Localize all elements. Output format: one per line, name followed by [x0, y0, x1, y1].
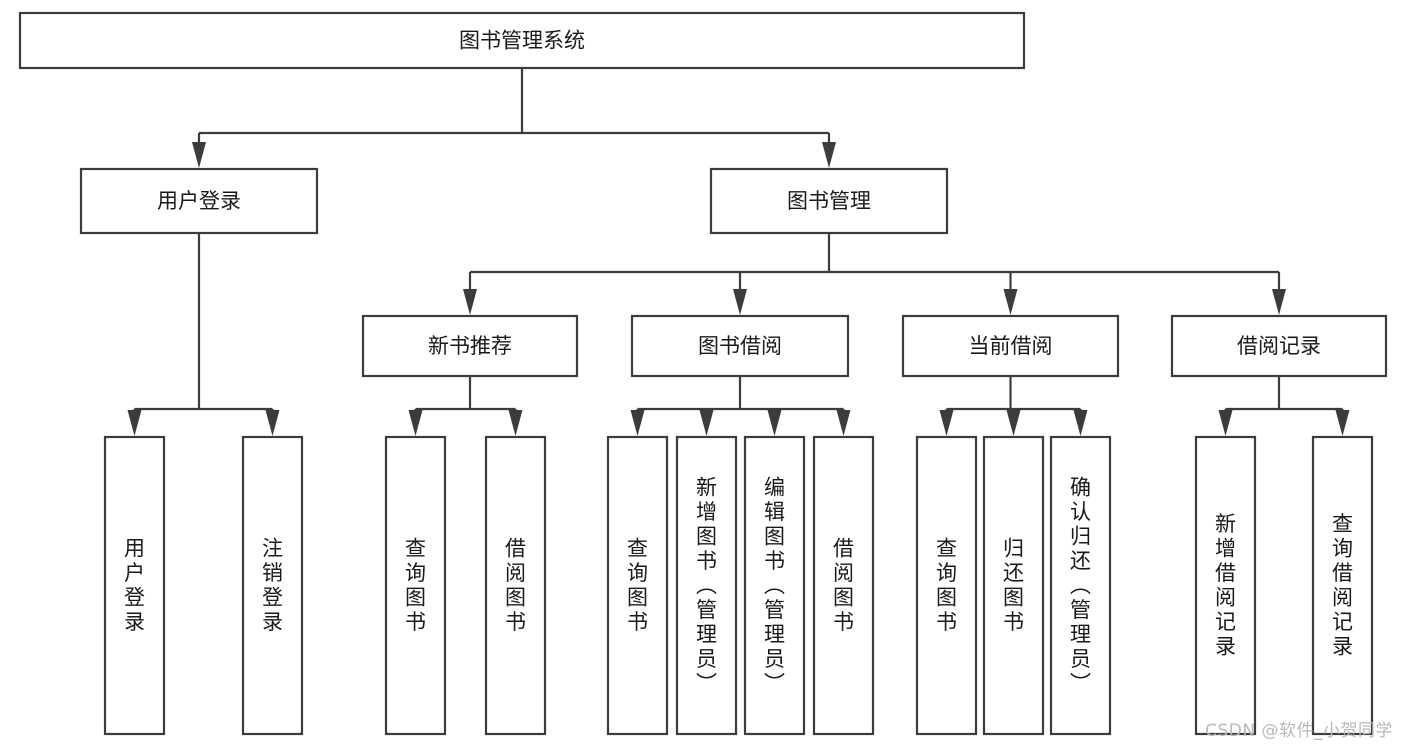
arrow-head-icon — [1073, 410, 1088, 436]
node-label-leaf-user-login: 用户登录 — [124, 537, 145, 635]
node-leaf-cur-return-book[interactable]: 归还图书 — [982, 435, 1045, 736]
arrow-head-icon — [508, 410, 523, 436]
node-label-new-book-rec: 新书推荐 — [428, 334, 512, 358]
node-root[interactable]: 图书管理系统 — [18, 11, 1026, 70]
node-label-book-borrow: 图书借阅 — [698, 334, 782, 358]
node-label-borrow-record: 借阅记录 — [1237, 334, 1321, 358]
connector-group-book-manage — [463, 233, 1286, 315]
node-leaf-user-login[interactable]: 用户登录 — [103, 435, 166, 736]
node-leaf-borrow-borrow-book[interactable]: 借阅图书 — [812, 435, 875, 736]
node-leaf-rec-query-record[interactable]: 查询借阅记录 — [1311, 435, 1374, 736]
arrow-head-icon — [408, 410, 423, 436]
node-label-leaf-cur-query-book: 查询图书 — [936, 537, 957, 635]
node-box-new-book-rec[interactable] — [361, 314, 579, 378]
node-box-book-manage[interactable] — [709, 167, 949, 235]
watermark-label: CSDN @软件_小贺同学 — [1205, 721, 1393, 741]
arrow-head-icon — [265, 410, 280, 436]
arrow-head-icon — [822, 142, 836, 168]
node-label-leaf-rec-query-book: 查询图书 — [405, 537, 426, 635]
node-label-leaf-borrow-edit-book: 编辑图书︵管理员︶ — [764, 475, 785, 695]
node-label-leaf-cur-return-book: 归还图书 — [1003, 537, 1024, 635]
connector-group-borrow-record — [1218, 376, 1350, 436]
node-box-leaf-cur-confirm-return[interactable] — [1049, 435, 1112, 736]
node-box-leaf-cur-return-book[interactable] — [982, 435, 1045, 736]
node-leaf-borrow-query-book[interactable]: 查询图书 — [606, 435, 669, 736]
node-label-leaf-borrow-borrow-book: 借阅图书 — [833, 537, 854, 635]
node-box-root[interactable] — [18, 11, 1026, 70]
node-box-current-borrow[interactable] — [901, 314, 1120, 378]
node-leaf-borrow-add-book[interactable]: 新增图书︵管理员︶ — [675, 435, 738, 736]
connector-group-current-borrow — [939, 376, 1088, 436]
node-label-leaf-rec-query-record: 查询借阅记录 — [1332, 512, 1353, 659]
arrow-head-icon — [127, 410, 142, 436]
node-label-leaf-cur-confirm-return: 确认归还︵管理员︶ — [1070, 475, 1091, 695]
node-borrow-record[interactable]: 借阅记录 — [1170, 314, 1388, 378]
node-box-leaf-rec-borrow-book[interactable] — [484, 435, 547, 736]
connector-group-root — [192, 68, 836, 168]
node-leaf-rec-add-record[interactable]: 新增借阅记录 — [1194, 435, 1257, 736]
node-box-leaf-logout[interactable] — [241, 435, 304, 736]
node-label-book-manage: 图书管理 — [787, 189, 871, 213]
node-box-borrow-record[interactable] — [1170, 314, 1388, 378]
node-leaf-cur-confirm-return[interactable]: 确认归还︵管理员︶ — [1049, 435, 1112, 736]
arrow-head-icon — [1272, 289, 1286, 315]
node-box-book-borrow[interactable] — [630, 314, 850, 378]
node-new-book-rec[interactable]: 新书推荐 — [361, 314, 579, 378]
node-leaf-logout[interactable]: 注销登录 — [241, 435, 304, 736]
node-box-leaf-user-login[interactable] — [103, 435, 166, 736]
node-box-leaf-borrow-add-book[interactable] — [675, 435, 738, 736]
connector-group-user-login — [127, 233, 280, 436]
node-box-leaf-borrow-borrow-book[interactable] — [812, 435, 875, 736]
node-box-leaf-rec-query-record[interactable] — [1311, 435, 1374, 736]
node-user-login[interactable]: 用户登录 — [79, 167, 319, 235]
arrow-head-icon — [1003, 289, 1018, 315]
arrow-head-icon — [1335, 410, 1350, 436]
node-leaf-rec-borrow-book[interactable]: 借阅图书 — [484, 435, 547, 736]
node-leaf-borrow-edit-book[interactable]: 编辑图书︵管理员︶ — [743, 435, 806, 736]
node-label-leaf-rec-borrow-book: 借阅图书 — [505, 537, 526, 635]
node-label-user-login: 用户登录 — [157, 189, 241, 213]
arrow-head-icon — [699, 410, 714, 436]
node-label-leaf-borrow-add-book: 新增图书︵管理员︶ — [696, 475, 717, 695]
arrow-head-icon — [836, 410, 851, 436]
connector-group-book-borrow — [630, 376, 851, 436]
node-label-leaf-logout: 注销登录 — [262, 537, 283, 635]
node-book-manage[interactable]: 图书管理 — [709, 167, 949, 235]
node-book-borrow[interactable]: 图书借阅 — [630, 314, 850, 378]
node-box-leaf-cur-query-book[interactable] — [915, 435, 978, 736]
arrow-head-icon — [192, 142, 206, 168]
arrow-head-icon — [630, 410, 645, 436]
node-box-leaf-rec-add-record[interactable] — [1194, 435, 1257, 736]
arrow-head-icon — [463, 289, 477, 315]
arrow-head-icon — [1218, 410, 1233, 436]
arrow-head-icon — [767, 410, 782, 436]
node-label-leaf-rec-add-record: 新增借阅记录 — [1215, 512, 1236, 659]
node-leaf-cur-query-book[interactable]: 查询图书 — [915, 435, 978, 736]
node-label-leaf-borrow-query-book: 查询图书 — [627, 537, 648, 635]
arrow-head-icon — [733, 289, 747, 315]
node-layer: 图书管理系统用户登录图书管理新书推荐图书借阅当前借阅借阅记录用户登录注销登录查询… — [18, 11, 1388, 736]
node-current-borrow[interactable]: 当前借阅 — [901, 314, 1120, 378]
node-box-leaf-rec-query-book[interactable] — [384, 435, 447, 736]
arrow-head-icon — [1006, 410, 1021, 436]
node-label-current-borrow: 当前借阅 — [969, 334, 1053, 358]
node-box-user-login[interactable] — [79, 167, 319, 235]
node-leaf-rec-query-book[interactable]: 查询图书 — [384, 435, 447, 736]
node-box-leaf-borrow-query-book[interactable] — [606, 435, 669, 736]
node-box-leaf-borrow-edit-book[interactable] — [743, 435, 806, 736]
arrow-head-icon — [939, 410, 954, 436]
connector-group-new-book-rec — [408, 376, 523, 436]
connector-layer — [127, 68, 1350, 436]
node-label-root: 图书管理系统 — [459, 29, 585, 53]
